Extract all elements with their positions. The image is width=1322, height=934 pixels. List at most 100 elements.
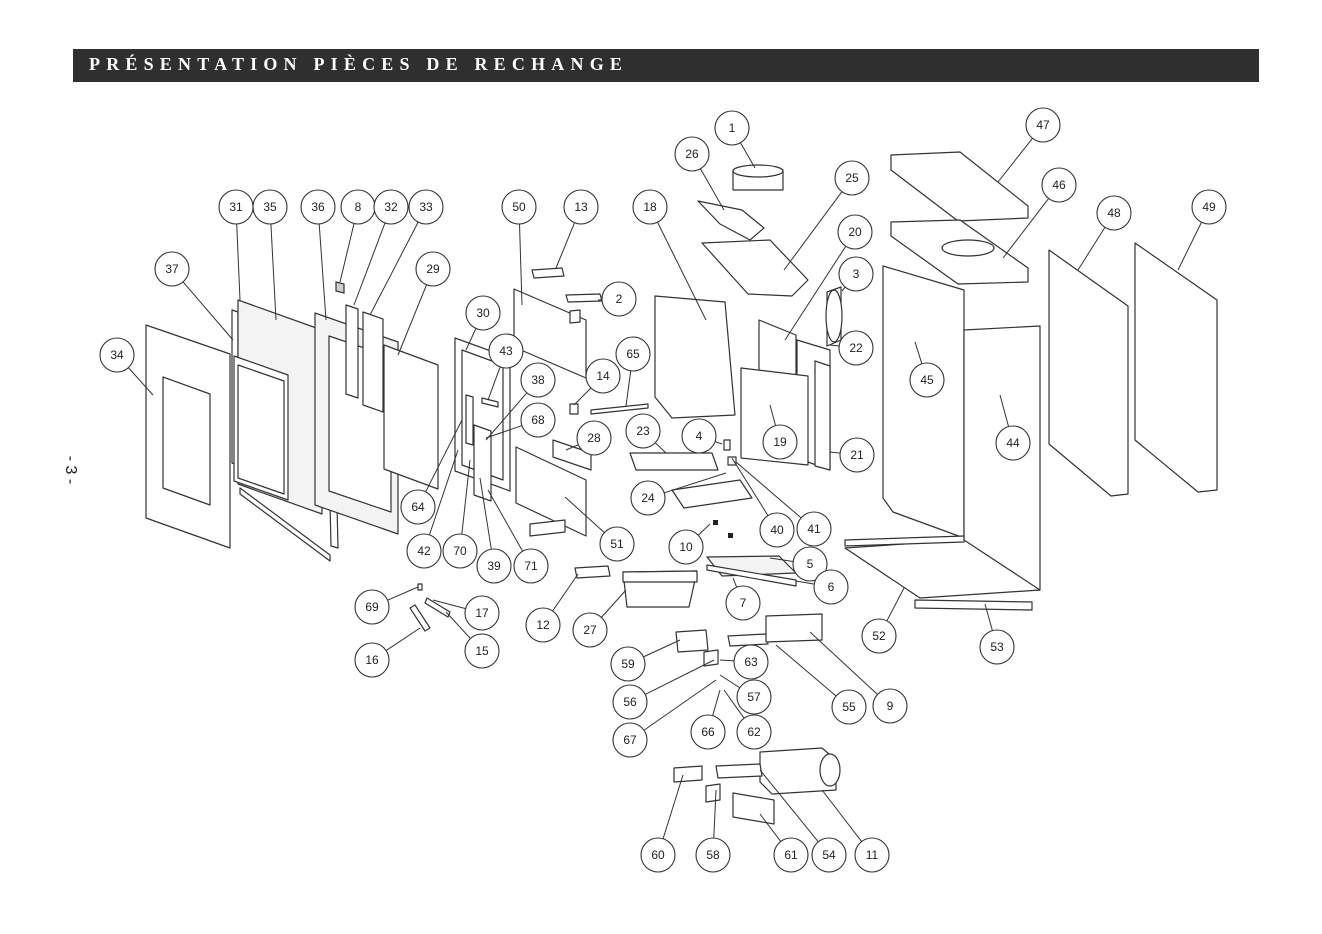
callout-number-55: 55 bbox=[842, 700, 856, 714]
callout-number-43: 43 bbox=[499, 344, 513, 358]
callout-number-59: 59 bbox=[621, 657, 635, 671]
leader-line-10 bbox=[697, 523, 711, 536]
callout-circle-4 bbox=[681, 418, 717, 454]
part-56-clip bbox=[703, 649, 719, 667]
callout-circle-68 bbox=[520, 402, 556, 438]
leader-line-46 bbox=[1002, 198, 1050, 259]
callout-circle-66 bbox=[690, 714, 726, 750]
callout-58: 58 bbox=[695, 837, 731, 873]
part-29-glass-panel bbox=[383, 344, 439, 490]
leader-line-71 bbox=[487, 489, 524, 552]
leader-line-42 bbox=[428, 449, 459, 536]
leader-line-57 bbox=[719, 674, 740, 689]
callout-number-63: 63 bbox=[744, 655, 758, 669]
callout-bubbles: 1234567891011121314151617181920212223242… bbox=[99, 107, 1227, 873]
callout-44: 44 bbox=[995, 425, 1031, 461]
part-15-clip bbox=[424, 597, 451, 618]
leader-line-8 bbox=[339, 223, 355, 283]
callout-number-69: 69 bbox=[365, 600, 379, 614]
callout-circle-28 bbox=[576, 420, 612, 456]
leader-line-38 bbox=[485, 392, 528, 441]
callout-circle-57 bbox=[736, 679, 772, 715]
callout-65: 65 bbox=[615, 336, 651, 372]
leader-line-31 bbox=[236, 223, 241, 301]
callout-circle-62 bbox=[736, 714, 772, 750]
part-6-frame bbox=[706, 564, 797, 587]
callout-circle-49 bbox=[1191, 189, 1227, 225]
callout-circle-67 bbox=[612, 722, 648, 758]
callout-circle-7 bbox=[725, 585, 761, 621]
callout-45: 45 bbox=[909, 362, 945, 398]
callout-6: 6 bbox=[813, 569, 849, 605]
part-59-clip bbox=[675, 629, 709, 653]
callout-number-7: 7 bbox=[740, 596, 747, 610]
callout-number-56: 56 bbox=[623, 695, 637, 709]
part-bar-upper bbox=[844, 535, 965, 547]
leader-line-12 bbox=[552, 573, 579, 612]
callout-circle-24 bbox=[630, 480, 666, 516]
part-21-strip bbox=[814, 360, 831, 471]
leader-line-44 bbox=[999, 394, 1010, 427]
callout-number-57: 57 bbox=[747, 690, 761, 704]
callout-number-17: 17 bbox=[475, 606, 489, 620]
leader-line-21 bbox=[829, 451, 841, 454]
callout-33: 33 bbox=[408, 189, 444, 225]
part-54-bracket bbox=[715, 763, 763, 779]
callout-circle-61 bbox=[773, 837, 809, 873]
callout-number-47: 47 bbox=[1036, 118, 1050, 132]
callout-4: 4 bbox=[681, 418, 717, 454]
callout-number-28: 28 bbox=[587, 431, 601, 445]
callout-circle-51 bbox=[599, 526, 635, 562]
callout-circle-44 bbox=[995, 425, 1031, 461]
leader-line-63 bbox=[719, 659, 735, 662]
part-58-clip bbox=[705, 783, 721, 803]
part-45-side bbox=[882, 265, 965, 539]
leader-line-18 bbox=[657, 222, 707, 321]
callout-circle-2 bbox=[601, 281, 637, 317]
callout-circle-60 bbox=[640, 837, 676, 873]
callout-67: 67 bbox=[612, 722, 648, 758]
callout-number-71: 71 bbox=[524, 559, 538, 573]
callout-number-38: 38 bbox=[531, 373, 545, 387]
leader-line-17 bbox=[432, 599, 466, 610]
callout-number-41: 41 bbox=[807, 522, 821, 536]
callout-number-49: 49 bbox=[1202, 200, 1216, 214]
callout-12: 12 bbox=[525, 607, 561, 643]
part-13-clip bbox=[531, 267, 565, 279]
callout-8: 8 bbox=[340, 189, 376, 225]
leader-line-43 bbox=[487, 366, 501, 401]
callout-number-44: 44 bbox=[1006, 436, 1020, 450]
callout-15: 15 bbox=[464, 633, 500, 669]
callout-50: 50 bbox=[501, 189, 537, 225]
callout-number-30: 30 bbox=[476, 306, 490, 320]
callout-circle-69 bbox=[354, 589, 390, 625]
callout-number-21: 21 bbox=[850, 448, 864, 462]
callout-circle-45 bbox=[909, 362, 945, 398]
leader-line-7 bbox=[732, 577, 738, 588]
part-65-rod bbox=[590, 403, 649, 415]
leader-line-28 bbox=[565, 444, 579, 451]
callout-number-13: 13 bbox=[574, 200, 588, 214]
callout-number-25: 25 bbox=[845, 171, 859, 185]
callout-16: 16 bbox=[354, 642, 390, 678]
leader-line-68 bbox=[485, 425, 523, 439]
leader-line-41 bbox=[735, 461, 802, 519]
callout-circle-53 bbox=[979, 629, 1015, 665]
callout-number-6: 6 bbox=[828, 580, 835, 594]
callout-number-10: 10 bbox=[679, 540, 693, 554]
parts-drawing bbox=[145, 151, 1218, 825]
callout-number-9: 9 bbox=[887, 699, 894, 713]
part-55-bracket bbox=[727, 633, 769, 647]
callout-51: 51 bbox=[599, 526, 635, 562]
callout-circle-33 bbox=[408, 189, 444, 225]
callout-36: 36 bbox=[300, 189, 336, 225]
callout-57: 57 bbox=[736, 679, 772, 715]
leader-line-9 bbox=[809, 631, 878, 695]
callout-circle-42 bbox=[406, 533, 442, 569]
leader-line-58 bbox=[713, 789, 717, 839]
leader-line-24 bbox=[664, 472, 727, 494]
leader-line-30 bbox=[465, 328, 477, 351]
leader-line-61 bbox=[759, 813, 782, 842]
callout-number-65: 65 bbox=[626, 347, 640, 361]
callout-18: 18 bbox=[632, 189, 668, 225]
